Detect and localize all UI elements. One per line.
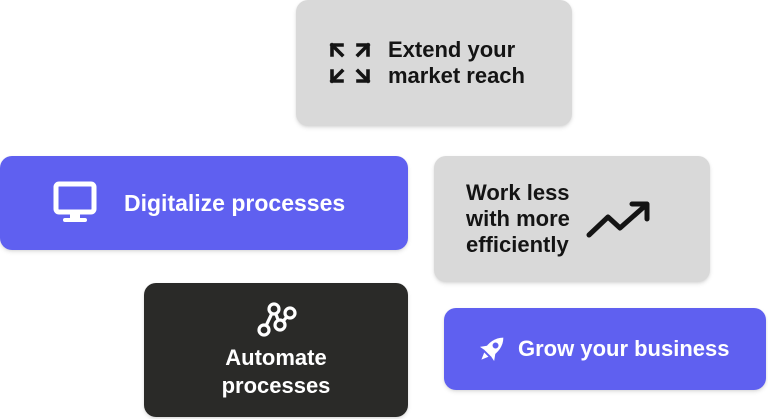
- card-grow-business: Grow your business: [444, 308, 766, 390]
- monitor-icon: [52, 180, 98, 226]
- card-grow-label: Grow your business: [518, 336, 730, 361]
- card-digitalize-label: Digitalize processes: [124, 189, 346, 216]
- expand-arrows-icon: [328, 41, 372, 85]
- node-graph-icon: [254, 300, 298, 340]
- card-digitalize-processes: Digitalize processes: [0, 156, 408, 250]
- rocket-icon: [474, 331, 510, 367]
- trending-up-icon: [586, 197, 652, 241]
